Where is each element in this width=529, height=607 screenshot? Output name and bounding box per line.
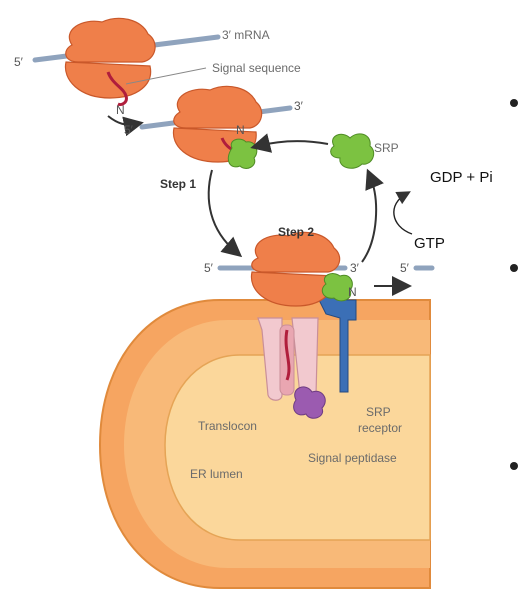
label-translocon: Translocon	[198, 419, 257, 433]
bullet-2	[510, 264, 518, 272]
label-signal-peptidase: Signal peptidase	[308, 451, 397, 465]
bullet-3	[510, 462, 518, 470]
label-srp: SRP	[374, 141, 399, 155]
label-3prime-b: 3′	[294, 99, 304, 113]
bullets	[510, 99, 518, 470]
label-signal-sequence: Signal sequence	[212, 61, 301, 75]
bullet-1	[510, 99, 518, 107]
gtp-curve	[393, 191, 413, 235]
srp-free	[330, 133, 375, 169]
cycle-arrows	[107, 115, 412, 296]
label-n-2: N	[236, 123, 245, 137]
label-5prime-a: 5′	[14, 55, 24, 69]
translocon	[257, 317, 319, 401]
signal-peptidase	[293, 386, 326, 419]
label-er-lumen: ER lumen	[190, 467, 243, 481]
ribosome-2	[172, 85, 263, 169]
label-n-3: N	[348, 285, 357, 299]
label-5prime-b: 5′	[124, 123, 134, 137]
label-step-2: Step 2	[278, 225, 314, 239]
label-5prime-c: 5′	[204, 261, 214, 275]
label-srp-receptor-line2: receptor	[358, 421, 402, 435]
ribosome-3	[250, 231, 353, 307]
label-mrna: 3′ mRNA	[222, 28, 270, 42]
signal-sequence-pointer	[125, 67, 207, 85]
label-5prime-d: 5′	[400, 261, 410, 275]
label-3prime-c: 3′	[350, 261, 360, 275]
ribosome-1	[64, 17, 156, 106]
label-gdp-pi: GDP + Pi	[430, 169, 493, 186]
label-gtp: GTP	[414, 235, 445, 252]
label-n-1: N	[116, 103, 125, 117]
label-step-1: Step 1	[160, 177, 196, 191]
label-srp-receptor-line1: SRP	[366, 405, 391, 419]
